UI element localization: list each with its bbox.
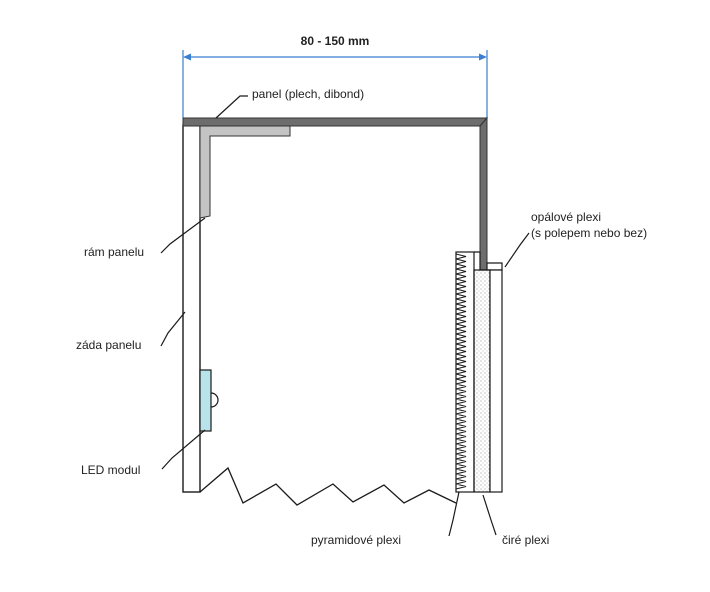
dimension-text: 80 - 150 mm — [301, 34, 370, 48]
break-line — [199, 466, 457, 506]
led-module — [199, 369, 212, 432]
label-opal-line1: opálové plexi — [531, 210, 601, 224]
label-clear: čiré plexi — [502, 533, 549, 547]
leader-frame — [160, 217, 206, 254]
opal-plexi — [473, 269, 491, 493]
led-emitter — [210, 392, 219, 408]
leader-opal — [504, 232, 530, 268]
pyramid-plexi-teeth — [455, 253, 467, 490]
label-back: záda panelu — [76, 338, 141, 352]
clear-plexi — [489, 269, 503, 493]
label-panel: panel (plech, dibond) — [252, 87, 364, 101]
label-pyramid: pyramidové plexi — [311, 533, 401, 547]
label-frame: rám panelu — [84, 245, 144, 259]
panel-right-side — [479, 116, 488, 271]
leader-clear — [482, 494, 497, 536]
leader-pyramid — [448, 491, 460, 537]
leader-led — [161, 429, 206, 470]
panel-frame — [199, 125, 291, 219]
dimension-group: 80 - 150 mm — [182, 34, 488, 118]
leader-panel — [215, 95, 248, 119]
label-opal-line2: (s polepem nebo bez) — [531, 226, 647, 240]
dimension-arrow-left — [183, 53, 191, 61]
plexi-holder — [474, 251, 503, 271]
leader-back — [160, 311, 186, 347]
dimension-arrow-right — [479, 53, 487, 61]
label-led: LED modul — [81, 463, 140, 477]
panel-top — [182, 117, 489, 127]
